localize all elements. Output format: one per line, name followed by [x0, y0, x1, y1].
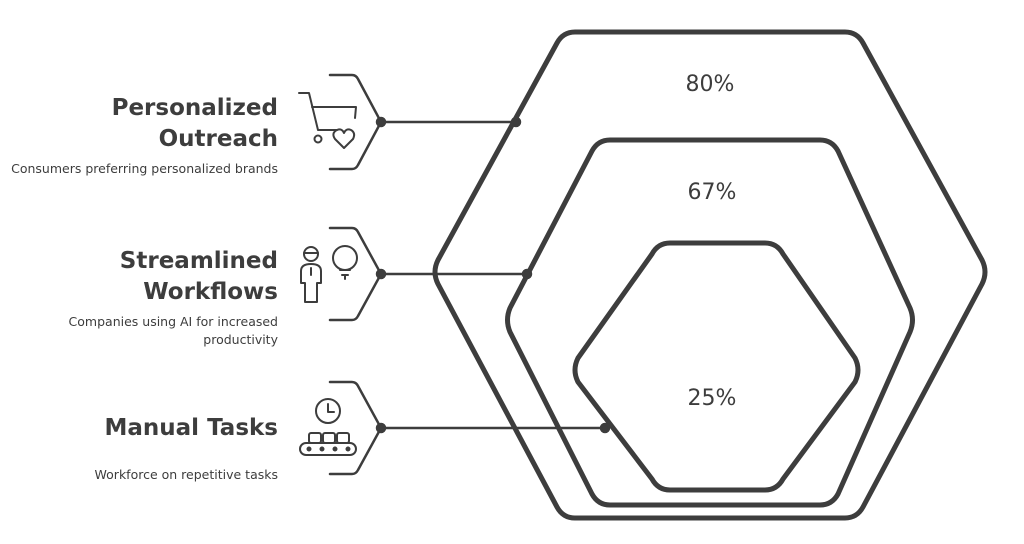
- title-line: Workflows: [143, 279, 278, 305]
- connector-2: [328, 226, 533, 322]
- hexagon-middle: [505, 137, 915, 508]
- value-inner: 25%: [687, 386, 737, 411]
- item-title-streamlined-workflows: Streamlined Workflows: [120, 246, 278, 308]
- value-outer: 80%: [685, 72, 735, 97]
- title-line: Streamlined: [119, 248, 278, 274]
- title-line: Manual Tasks: [104, 415, 279, 441]
- connector-1: [328, 73, 522, 171]
- item-description: Workforce on repetitive tasks: [94, 467, 278, 482]
- item-description: Consumers preferring personalized brands: [11, 161, 278, 176]
- hexagon-inner: [572, 240, 861, 493]
- clock-conveyor-icon: [299, 398, 357, 456]
- worker-idea-icon: [300, 245, 358, 303]
- title-line: Outreach: [158, 126, 278, 152]
- hexagon-outer: [432, 29, 988, 521]
- value-middle: 67%: [687, 180, 737, 205]
- item-title-personalized-outreach: Personalized Outreach: [112, 93, 278, 155]
- item-title-manual-tasks: Manual Tasks: [105, 413, 279, 444]
- connector-3: [328, 380, 611, 476]
- cart-heart-icon: [298, 92, 357, 149]
- title-line: Personalized: [111, 95, 278, 121]
- item-description: Companies using AI for increased product…: [68, 314, 278, 347]
